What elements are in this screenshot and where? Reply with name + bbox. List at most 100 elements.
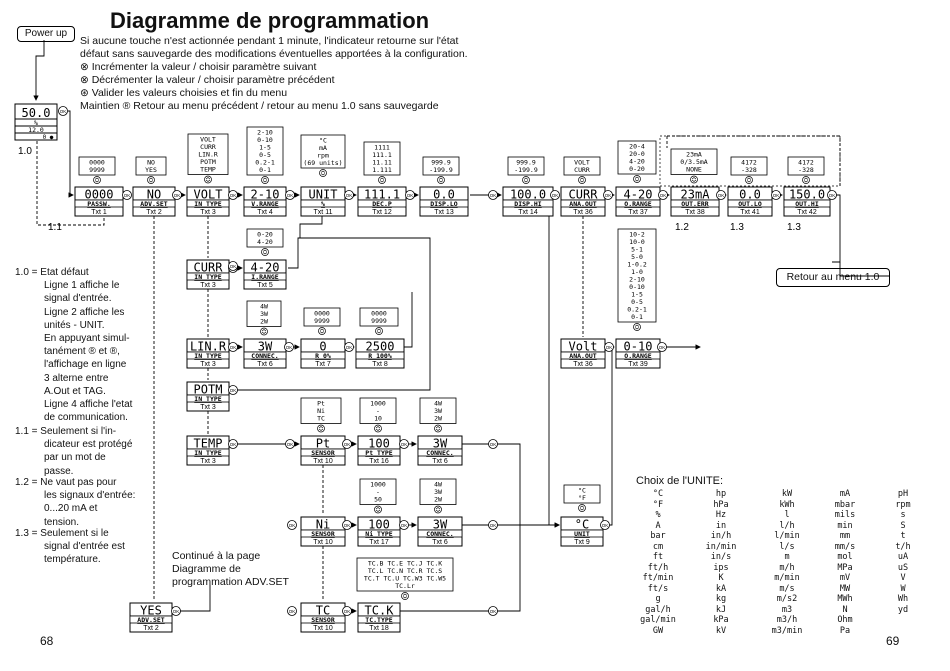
up-down-icon xyxy=(745,176,753,184)
note-line: 1.3 = Seulement si le xyxy=(15,528,109,539)
unit-option: l/h xyxy=(779,520,795,531)
ok-key-icon: OK xyxy=(287,520,297,530)
option-value: 4-20 xyxy=(629,158,645,166)
unit-option: °F xyxy=(652,499,664,510)
svg-text:OK: OK xyxy=(490,193,497,198)
unit-option: m/min xyxy=(774,573,800,583)
unit-option: mm xyxy=(839,531,851,541)
up-down-icon xyxy=(93,176,101,184)
unit-option: kPa xyxy=(713,615,729,625)
box-value: 0.0 xyxy=(739,188,761,202)
unit-option: l/s xyxy=(779,541,795,552)
up-down-icon xyxy=(375,327,383,335)
up-down-icon xyxy=(378,176,386,184)
option-list-o_pttype: 1000-10 xyxy=(359,397,397,433)
option-value: 9999 xyxy=(89,166,105,174)
svg-text:OK: OK xyxy=(230,442,237,447)
up-down-icon xyxy=(633,175,641,183)
svg-text:OK: OK xyxy=(230,345,237,350)
box-txt: Txt 8 xyxy=(372,361,388,368)
unit-option: Wh xyxy=(897,594,909,604)
box-value: 0-10 xyxy=(624,340,653,354)
option-list-o_orange1: 20-420-04-200-20 xyxy=(617,140,657,183)
svg-text:OK: OK xyxy=(773,193,780,198)
option-value: 111.1 xyxy=(372,151,392,159)
option-value: 0-1 xyxy=(631,313,643,321)
up-down-icon xyxy=(374,424,382,433)
box-txt: Txt 36 xyxy=(573,209,593,216)
unit-option: MWh xyxy=(837,594,853,604)
intro-validate: ⊛ Valider les valeurs choisies et fin du… xyxy=(80,87,288,99)
unit-option: g xyxy=(655,594,661,604)
up-down-icon xyxy=(374,505,382,514)
box-tag: Ni TYPE xyxy=(365,530,392,538)
unit-option: uS xyxy=(897,562,909,573)
option-list-o_irange: 0-204-20 xyxy=(246,228,284,256)
box-tag: CONNEC. xyxy=(426,449,453,457)
box-tag: Pt TYPE xyxy=(365,449,392,457)
option-value: 5-1 xyxy=(631,246,643,254)
unites-title: Choix de l'UNITE: xyxy=(636,475,724,487)
up-down-icon xyxy=(633,323,641,331)
up-down-icon xyxy=(318,327,326,335)
up-down-icon xyxy=(317,424,325,433)
box-tag: R 0% xyxy=(315,352,331,360)
unit-option: m3/h xyxy=(776,615,798,625)
option-value: 1-5 xyxy=(631,291,643,299)
ok-key-icon: OK xyxy=(600,520,610,530)
note-line: 0...20 mA et xyxy=(44,503,98,515)
box-value: 150.0 xyxy=(789,188,825,202)
box-txt: Txt 7 xyxy=(315,361,331,368)
note-line: 3 alterne entre xyxy=(44,372,109,384)
ok-key-icon: OK xyxy=(122,190,132,200)
box-tag: I.RANGE xyxy=(251,273,278,281)
unit-option: gal/min xyxy=(640,615,676,625)
option-value: 0.2-1 xyxy=(627,306,647,314)
up-down-icon xyxy=(522,176,530,184)
label-1-2: 1.2 xyxy=(675,222,689,233)
option-value: VOLT xyxy=(200,136,216,144)
option-value: TC.L TC.N TC.R TC.S xyxy=(368,567,442,575)
box-txt: Txt 9 xyxy=(574,539,590,546)
unit-option: mm/s xyxy=(834,541,856,552)
option-value: 11.11 xyxy=(372,159,392,167)
note-line: 1.1 = Seulement si l'in- xyxy=(15,426,117,437)
option-value: 1000 xyxy=(370,400,386,408)
default-display: 50.0%12.00 ● xyxy=(14,103,58,141)
box-tag: IN TYPE xyxy=(194,395,221,403)
unit-option: mA xyxy=(839,489,851,499)
svg-text:OK: OK xyxy=(174,193,181,198)
note-line: passe. xyxy=(44,465,74,477)
ok-key-icon: OK xyxy=(488,606,498,616)
option-value: 0-10 xyxy=(629,283,645,291)
box-tag: OUT.LO xyxy=(738,200,762,208)
option-value: 999.9 xyxy=(516,159,536,167)
unit-option: Hz xyxy=(715,510,727,520)
unit-option: ft/min xyxy=(642,573,674,583)
up-down-icon xyxy=(802,176,810,184)
ok-key-icon: OK xyxy=(604,342,614,352)
ok-key-icon: OK xyxy=(285,190,295,200)
label-1-3b: 1.3 xyxy=(787,222,801,233)
box-tag: OUT.HI xyxy=(795,200,819,208)
box-tag: PASSW. xyxy=(87,200,110,208)
unit-option: t/h xyxy=(895,541,911,552)
box-txt: Txt 16 xyxy=(369,458,389,465)
box-txt: Txt 36 xyxy=(573,361,593,368)
option-value: °F xyxy=(578,494,586,502)
option-value: 1-0.2 xyxy=(627,261,647,269)
box-tag: IN TYPE xyxy=(194,449,221,457)
unit-option: MPa xyxy=(837,562,853,573)
option-value: 4172 xyxy=(798,159,814,167)
option-value: 0000 xyxy=(371,310,387,318)
up-down-icon xyxy=(261,176,269,184)
